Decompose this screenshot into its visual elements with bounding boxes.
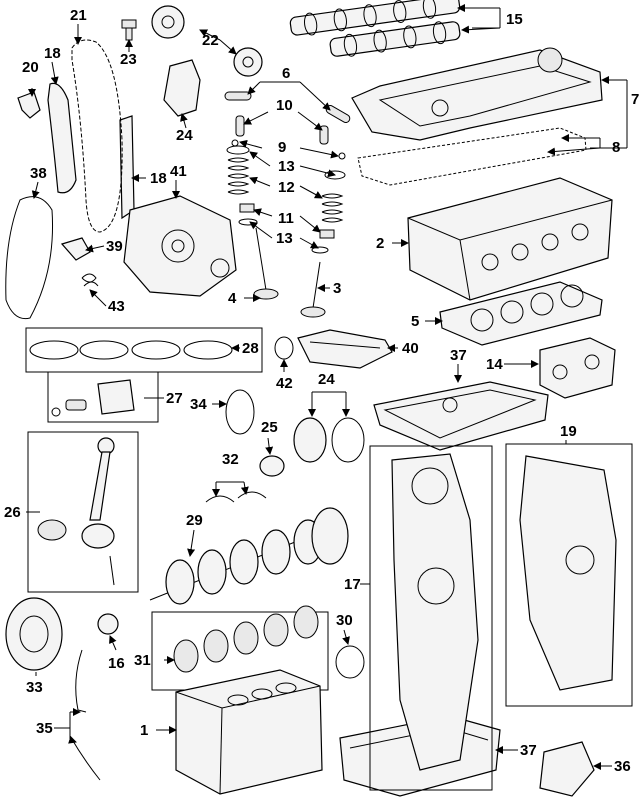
thrust-washer-part-2 <box>237 491 267 499</box>
piston-rings-part <box>29 340 233 360</box>
callout-41: 41 <box>170 163 187 180</box>
callout-9: 9 <box>278 139 286 156</box>
crank-pulley-part <box>5 597 63 671</box>
callout-23: 23 <box>120 51 137 68</box>
valve-cover-part <box>351 47 603 141</box>
callout-10: 10 <box>276 97 293 114</box>
vvt-cover-part <box>163 59 201 117</box>
callout-13: 13 <box>278 158 295 175</box>
callout-24b: 24 <box>318 371 335 388</box>
callout-8: 8 <box>612 139 620 156</box>
callout-32: 32 <box>222 451 239 468</box>
callout-33: 33 <box>26 679 43 696</box>
crankshaft-part <box>149 507 349 605</box>
callout-11: 11 <box>278 210 294 227</box>
drive-belt-part <box>5 196 53 320</box>
bushing-part <box>259 455 285 477</box>
leader-lines <box>26 4 628 770</box>
callout-28: 28 <box>242 340 259 357</box>
callout-16: 16 <box>108 655 125 672</box>
callout-38: 38 <box>30 165 47 182</box>
callout-1: 1 <box>140 722 148 739</box>
rear-main-seal-part <box>225 389 255 435</box>
callout-4: 4 <box>228 290 237 307</box>
chain-guide-part <box>47 82 77 194</box>
callout-18: 18 <box>44 45 61 62</box>
connecting-rod-part <box>37 437 115 586</box>
timing-cover-part <box>391 453 479 771</box>
cam-gear-part <box>151 5 263 77</box>
callout-29: 29 <box>186 512 203 529</box>
engine-block-part <box>175 669 323 795</box>
spring-part <box>81 273 99 287</box>
callout-39: 39 <box>106 238 123 255</box>
callout-21: 21 <box>70 7 87 24</box>
callout-15: 15 <box>506 11 523 28</box>
valve-train-parts <box>224 91 351 254</box>
bracket-part <box>60 237 91 261</box>
callout-36: 36 <box>614 758 631 775</box>
housing-part <box>293 417 365 463</box>
hose-part <box>75 649 87 713</box>
timing-cover-hole-2 <box>417 567 455 605</box>
cylinder-head-part <box>407 177 613 301</box>
piston-rings-box <box>25 327 263 373</box>
timing-cover-box <box>369 445 493 791</box>
callout-12: 12 <box>278 179 295 196</box>
callout-35: 35 <box>36 720 53 737</box>
connecting-rod-box <box>27 431 139 593</box>
front-cover-hole <box>565 545 595 575</box>
intake-bracket-part <box>297 329 393 369</box>
hose-part-2 <box>69 735 101 781</box>
callout-31: 31 <box>134 652 151 669</box>
timing-cover-hole <box>411 467 449 505</box>
oil-cooler-part <box>539 741 595 797</box>
callout-42: 42 <box>276 375 293 392</box>
callout-27: 27 <box>166 390 183 407</box>
tensioner-part <box>17 91 41 119</box>
callout-5: 5 <box>411 313 419 330</box>
callout-19: 19 <box>560 423 577 440</box>
main-bearings-part <box>173 605 319 673</box>
callout-25: 25 <box>261 419 278 436</box>
bolt-part <box>121 19 137 41</box>
callout-30: 30 <box>336 612 353 629</box>
front-seal-part <box>335 645 365 679</box>
callout-17: 17 <box>344 576 361 593</box>
piston-part <box>51 379 135 417</box>
callout-20: 20 <box>22 59 39 76</box>
callout-13b: 13 <box>276 230 293 247</box>
callout-18b: 18 <box>150 170 167 187</box>
valve-cover-gasket-part <box>357 127 587 186</box>
callout-3: 3 <box>333 280 341 297</box>
valve-part <box>253 227 326 318</box>
callout-22: 22 <box>202 32 219 49</box>
callout-14: 14 <box>486 356 503 373</box>
water-pump-part <box>123 195 237 297</box>
callout-34: 34 <box>190 396 207 413</box>
callout-2: 2 <box>376 235 384 252</box>
balance-shaft-part <box>539 337 616 399</box>
thrust-washer-part <box>205 495 235 503</box>
timing-chain-part <box>71 39 123 233</box>
callout-labels: 1 2 3 4 5 6 7 8 9 10 11 12 13 13 14 15 1… <box>4 7 639 775</box>
oil-pan-upper-part <box>373 381 549 451</box>
crank-sprocket-part <box>97 613 119 635</box>
head-gasket-part <box>439 281 603 346</box>
callout-6: 6 <box>282 65 290 82</box>
callout-26: 26 <box>4 504 21 521</box>
callout-7: 7 <box>631 91 639 108</box>
seal-ring-part <box>274 336 294 360</box>
piston-box <box>47 371 159 423</box>
callout-40: 40 <box>402 340 419 357</box>
front-cover-part <box>519 455 617 691</box>
callout-43: 43 <box>108 298 125 315</box>
front-cover-box <box>505 443 633 707</box>
camshaft-part <box>289 0 461 57</box>
callout-24: 24 <box>176 127 193 144</box>
callout-37: 37 <box>450 347 467 364</box>
callout-37b: 37 <box>520 742 537 759</box>
